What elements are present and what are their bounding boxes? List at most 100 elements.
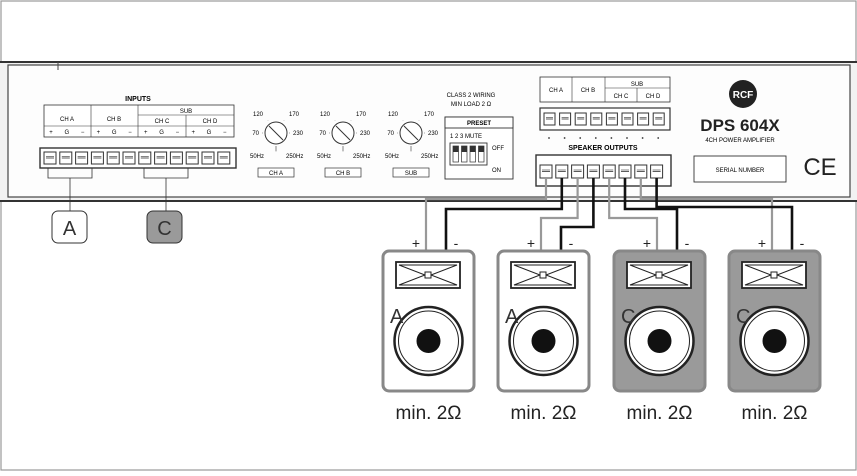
input-terminal-sign: − bbox=[81, 130, 85, 136]
dip-switch-key[interactable] bbox=[462, 146, 468, 162]
preset-title: PRESET bbox=[467, 121, 491, 127]
speaker-plus-sign: + bbox=[643, 235, 651, 251]
output-top-terminal bbox=[560, 113, 571, 125]
output-top-terminal bbox=[638, 113, 649, 125]
speaker-output-terminal bbox=[540, 165, 552, 178]
output-top-terminal bbox=[591, 113, 602, 125]
speaker-output-terminal bbox=[587, 165, 599, 178]
dip-switch-key[interactable] bbox=[479, 146, 485, 162]
inputs-title: INPUTS bbox=[125, 96, 151, 103]
input-ch-d-label: CH D bbox=[203, 119, 218, 125]
serial-number-label: SERIAL NUMBER bbox=[716, 168, 765, 174]
input-group-c: C bbox=[147, 211, 182, 243]
output-top-terminal bbox=[575, 113, 586, 125]
knob-tick-label: 230 bbox=[360, 131, 371, 137]
knob-tick-label: 170 bbox=[356, 112, 367, 118]
speaker-plus-sign: + bbox=[527, 235, 535, 251]
input-terminal-sign: + bbox=[49, 130, 53, 136]
speaker-group-label: A bbox=[390, 306, 404, 328]
speaker-output-terminal bbox=[635, 165, 647, 178]
input-terminal-sign: − bbox=[176, 130, 180, 136]
input-terminal bbox=[186, 152, 198, 164]
knob-tick-label: 250Hz bbox=[353, 154, 370, 160]
preset-labels: 1 2 3 MUTE bbox=[450, 134, 482, 140]
knob-tick-label: 230 bbox=[428, 131, 439, 137]
input-terminal bbox=[218, 152, 230, 164]
preset-off-label: OFF bbox=[492, 146, 504, 152]
input-ch-a-label: CH A bbox=[60, 117, 74, 123]
speaker-min-load: min. 2Ω bbox=[742, 403, 808, 424]
input-terminal-sign: + bbox=[97, 130, 101, 136]
input-terminal bbox=[44, 152, 56, 164]
knob-tick-label: 230 bbox=[293, 131, 304, 137]
knob-tick-label: 50Hz bbox=[317, 154, 331, 160]
input-terminal bbox=[107, 152, 119, 164]
input-terminal-sign: G bbox=[64, 130, 69, 136]
input-ch-b-label: CH B bbox=[107, 117, 121, 123]
class-wiring-line1: CLASS 2 WIRING bbox=[447, 93, 496, 99]
speaker-minus-sign: - bbox=[569, 235, 574, 251]
amplifier-rear-panel: INPUTS SUB CH A CH B CH C CH D + G − + G − + G −… bbox=[0, 61, 857, 216]
speaker-minus-sign: - bbox=[454, 235, 459, 251]
preset-on-label: ON bbox=[492, 168, 501, 174]
output-top-terminal bbox=[544, 113, 555, 125]
input-terminal-sign: + bbox=[144, 130, 148, 136]
input-terminal bbox=[170, 152, 182, 164]
ce-mark: CE bbox=[803, 154, 836, 181]
knob-tick-label: 70 bbox=[319, 131, 326, 137]
knob-tick-label: 250Hz bbox=[286, 154, 303, 160]
knob-tick-label: 120 bbox=[253, 112, 264, 118]
speaker-outputs-title: SPEAKER OUTPUTS bbox=[568, 145, 638, 152]
output-ch-c-label: CH C bbox=[614, 94, 629, 100]
knob-tick-label: 70 bbox=[387, 131, 394, 137]
input-group-c-label: C bbox=[157, 218, 171, 240]
input-terminal-sign: + bbox=[191, 130, 195, 136]
model-name: DPS 604X bbox=[700, 116, 780, 135]
output-top-terminal bbox=[622, 113, 633, 125]
speaker-group-label: A bbox=[505, 306, 519, 328]
knob-tick-label: 50Hz bbox=[385, 154, 399, 160]
dip-switch-key[interactable] bbox=[453, 146, 459, 162]
input-group-a: A bbox=[52, 211, 87, 243]
input-terminal-sign: G bbox=[207, 130, 212, 136]
knob-label: CH B bbox=[336, 171, 350, 177]
input-terminal bbox=[123, 152, 135, 164]
speaker-min-load: min. 2Ω bbox=[511, 403, 577, 424]
knob-tick-label: 250Hz bbox=[421, 154, 438, 160]
output-ch-b-label: CH B bbox=[581, 88, 595, 94]
speaker-plus-sign: + bbox=[758, 235, 766, 251]
knob-tick-label: 50Hz bbox=[250, 154, 264, 160]
speaker-min-load: min. 2Ω bbox=[396, 403, 462, 424]
knob-tick-label: 170 bbox=[289, 112, 300, 118]
dip-switch-key[interactable] bbox=[470, 146, 476, 162]
output-top-terminal bbox=[606, 113, 617, 125]
knob-tick-label: 170 bbox=[424, 112, 435, 118]
knob-tick-label: 120 bbox=[388, 112, 399, 118]
speaker-group-label: C bbox=[736, 306, 750, 328]
input-ch-c-label: CH C bbox=[155, 119, 170, 125]
input-terminal bbox=[60, 152, 72, 164]
output-top-terminal bbox=[653, 113, 664, 125]
input-terminal-sign: − bbox=[128, 130, 132, 136]
speaker-minus-sign: - bbox=[800, 235, 805, 251]
inputs-sub-label: SUB bbox=[180, 109, 192, 115]
output-ch-d-label: CH D bbox=[646, 94, 661, 100]
input-terminal-sign: G bbox=[112, 130, 117, 136]
speaker-minus-sign: - bbox=[685, 235, 690, 251]
rcf-logo-text: RCF bbox=[733, 90, 754, 101]
speaker-output-terminal bbox=[651, 165, 663, 178]
speaker-output-terminal bbox=[556, 165, 568, 178]
input-group-a-label: A bbox=[63, 218, 77, 240]
speaker-output-terminal bbox=[619, 165, 631, 178]
input-terminal bbox=[155, 152, 167, 164]
input-terminal bbox=[76, 152, 88, 164]
class-wiring-line2: MIN LOAD 2 Ω bbox=[451, 102, 492, 108]
speaker-plus-sign: + bbox=[412, 235, 420, 251]
knob-label: SUB bbox=[405, 171, 417, 177]
knob-label: CH A bbox=[269, 171, 283, 177]
input-terminal bbox=[202, 152, 214, 164]
knob-tick-label: 70 bbox=[252, 131, 259, 137]
input-terminal bbox=[139, 152, 151, 164]
